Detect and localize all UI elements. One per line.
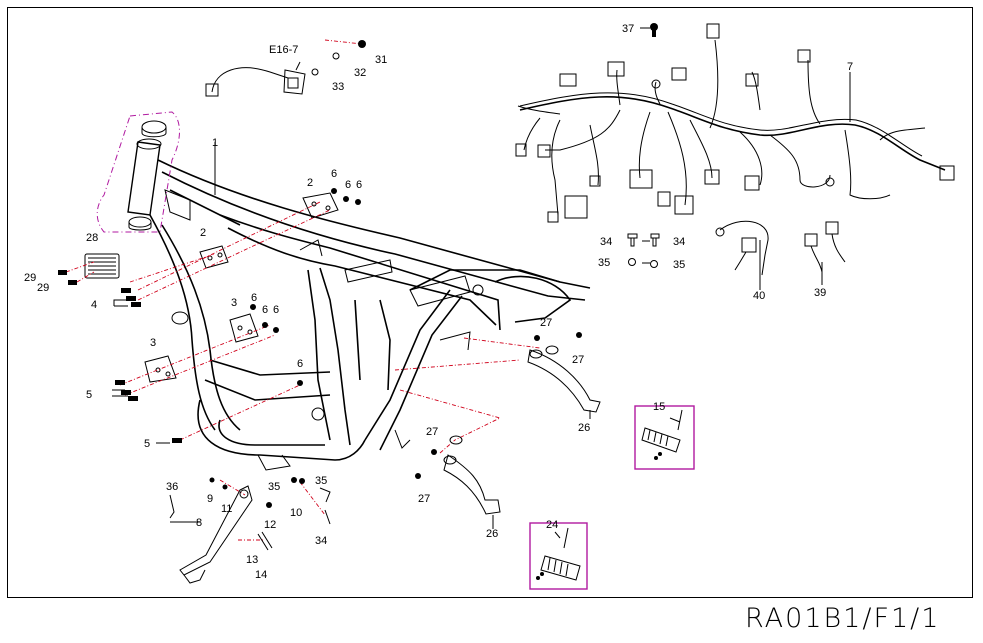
wiring-harness-7[interactable] <box>515 23 955 223</box>
callout-11: 11 <box>221 503 232 515</box>
callout-29-a: 29 <box>24 272 36 284</box>
callout-e16-7: E16-7 <box>269 44 298 56</box>
callout-3-lower: 3 <box>150 337 156 349</box>
callout-29-b: 29 <box>37 282 49 294</box>
callout-1: 1 <box>212 137 218 149</box>
callout-26-upper: 26 <box>578 422 590 434</box>
callout-33: 33 <box>332 81 344 93</box>
callout-6-g: 6 <box>297 358 303 370</box>
callout-35-a: 35 <box>598 257 610 269</box>
sensor-e16-7[interactable] <box>205 67 306 97</box>
callout-35-d: 35 <box>315 475 327 487</box>
side-stand-8[interactable] <box>169 485 331 584</box>
bracket-2-lower[interactable] <box>199 245 229 269</box>
sub-harness-40[interactable] <box>715 220 769 276</box>
regulator-28[interactable] <box>84 253 120 279</box>
callout-6-a: 6 <box>331 168 337 180</box>
callout-7: 7 <box>847 61 853 73</box>
footrest-bracket-lower[interactable] <box>443 435 501 515</box>
callout-36: 36 <box>166 481 178 493</box>
footpeg-group-15[interactable] <box>634 405 695 470</box>
callout-5-upper: 5 <box>86 389 92 401</box>
callout-12: 12 <box>264 519 276 531</box>
callout-6-e: 6 <box>262 304 268 316</box>
diagram-frame <box>7 7 973 598</box>
callout-15: 15 <box>653 401 665 413</box>
callout-34-b: 34 <box>673 236 685 248</box>
callout-5-lower: 5 <box>144 438 150 450</box>
callout-28: 28 <box>86 232 98 244</box>
callout-27-c: 27 <box>426 426 438 438</box>
leader-lines <box>65 39 541 541</box>
callout-6-c: 6 <box>356 179 362 191</box>
callout-6-f: 6 <box>273 304 279 316</box>
bracket-3-upper[interactable] <box>229 313 259 343</box>
diagram-reference-code: RA01B1/F1/1 <box>745 603 941 634</box>
footpeg-group-24[interactable] <box>529 522 588 590</box>
callout-9: 9 <box>207 493 213 505</box>
steering-head-group <box>96 111 180 233</box>
callout-27-d: 27 <box>418 493 430 505</box>
callout-24: 24 <box>546 519 558 531</box>
callout-3-upper: 3 <box>231 297 237 309</box>
callout-leaders <box>112 27 851 529</box>
callout-27-b: 27 <box>572 354 584 366</box>
callout-34-a: 34 <box>600 236 612 248</box>
callout-14: 14 <box>255 569 267 581</box>
callout-2-upper: 2 <box>307 177 313 189</box>
callout-34-c: 34 <box>315 535 327 547</box>
callout-39: 39 <box>814 287 826 299</box>
callout-8: 8 <box>196 517 202 529</box>
callout-10: 10 <box>290 507 302 519</box>
callout-35-b: 35 <box>673 259 685 271</box>
bracket-2-upper[interactable] <box>302 192 339 219</box>
callout-31: 31 <box>375 54 387 66</box>
main-frame-part[interactable] <box>127 138 591 471</box>
callout-35-c: 35 <box>268 481 280 493</box>
callout-37: 37 <box>622 23 634 35</box>
callout-4: 4 <box>91 299 97 311</box>
footrest-bracket-upper[interactable] <box>527 345 601 413</box>
callout-13: 13 <box>246 554 258 566</box>
callout-32: 32 <box>354 67 366 79</box>
sub-harness-39[interactable] <box>804 221 846 273</box>
bracket-3-lower[interactable] <box>144 355 177 383</box>
callout-6-d: 6 <box>251 292 257 304</box>
callout-6-b: 6 <box>345 179 351 191</box>
callout-40: 40 <box>753 290 765 302</box>
callout-26-lower: 26 <box>486 528 498 540</box>
callout-2-lower: 2 <box>200 227 206 239</box>
fasteners <box>58 23 660 508</box>
callout-27-a: 27 <box>540 317 552 329</box>
